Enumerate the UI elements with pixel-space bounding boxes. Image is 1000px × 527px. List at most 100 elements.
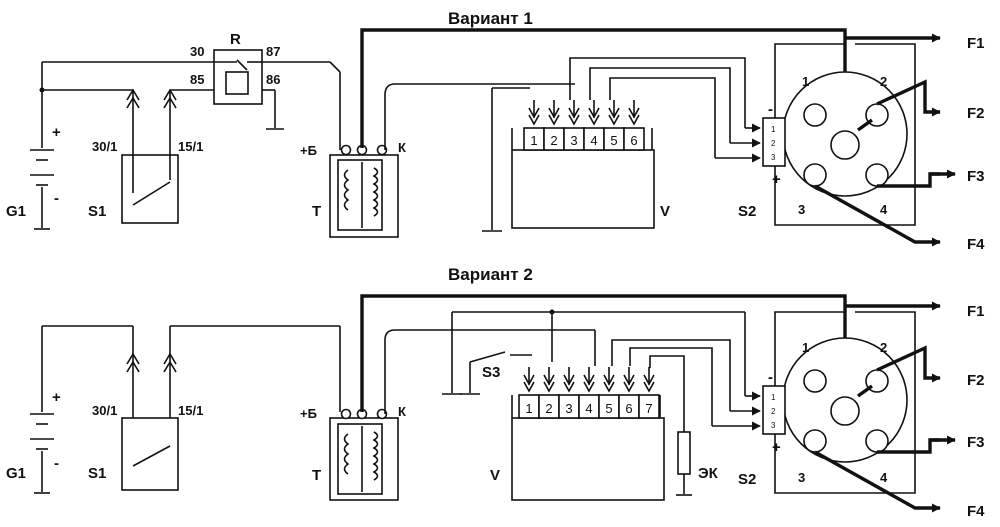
commutator-v2-pin-box (638, 394, 660, 419)
commutator-v2-pin-number: 1 (525, 401, 532, 416)
commutator-label: V (660, 203, 670, 220)
distributor-label: S2 (738, 203, 756, 220)
commutator-v2-pin-connector (643, 367, 655, 393)
output-f2: F2 (967, 372, 985, 389)
ignition-switch-s1-v2: 30/1 15/1 S1 (42, 325, 340, 491)
commutator-v1-pin-number: 1 (530, 133, 537, 148)
ignition-switch-s1-v1: 30/1 15/1 S1 (42, 88, 203, 224)
commutator-connectors-v2 (523, 367, 655, 393)
switch-s3-v2: S3 (442, 309, 745, 395)
commutator-v1-pin-connector (588, 100, 600, 126)
sector-1: 1 (802, 74, 809, 89)
switch-s3-label: S3 (482, 364, 500, 381)
battery-plus-sign: + (52, 124, 61, 141)
battery-minus-sign: - (54, 190, 59, 207)
sector-2: 2 (880, 340, 887, 355)
battery-g1-v2: + - G1 (6, 326, 61, 494)
sector-1: 1 (802, 340, 809, 355)
sector-2: 2 (880, 74, 887, 89)
commutator-v1-pin-box (623, 127, 645, 151)
commutator-v2-pin-connector (603, 367, 615, 393)
sensor-pin-1: 1 (771, 393, 776, 402)
commutator-v1-pin-number: 3 (570, 133, 577, 148)
battery-minus-sign: - (54, 455, 59, 472)
sensor-minus: - (768, 369, 773, 386)
output-f1: F1 (967, 303, 985, 320)
sector-3: 3 (798, 470, 805, 485)
commutator-v2-pin-connector (523, 367, 535, 393)
output-f3: F3 (967, 434, 985, 451)
commutator-v1-pin-connector (528, 100, 540, 126)
relay-r-v1: R 30 87 85 86 (42, 31, 341, 150)
relay-label: R (230, 31, 241, 48)
coil-terminal-plus: +Б (300, 143, 317, 158)
relay-terminal-30: 30 (190, 44, 204, 59)
commutator-v2-pin-connector (583, 367, 595, 393)
commutator-v2-pin-connector (543, 367, 555, 393)
commutator-label: V (490, 467, 500, 484)
battery-g1-v1: + - G1 (6, 62, 61, 230)
commutator-v2-pin-connector (563, 367, 575, 393)
commutator-v1-pin-connector (548, 100, 560, 126)
commutator-v1-pin-connector (568, 100, 580, 126)
battery-plus-sign: + (52, 389, 61, 406)
sensor-pin-2: 2 (771, 407, 776, 416)
commutator-v2-pin-number: 5 (605, 401, 612, 416)
switch-label: S1 (88, 465, 106, 482)
commutator-v1-pin-number: 6 (630, 133, 637, 148)
relay-terminal-87: 87 (266, 44, 280, 59)
sensor-minus: - (768, 101, 773, 118)
output-f4: F4 (967, 236, 985, 253)
coil-terminal-plus: +Б (300, 406, 317, 421)
sensor-pin-2: 2 (771, 139, 776, 148)
ignition-coil-t-v2: +Б К T (300, 326, 595, 501)
output-f4: F4 (967, 503, 985, 520)
coil-label: T (312, 467, 321, 484)
switch-terminal-30: 30/1 (92, 403, 117, 418)
sector-3: 3 (798, 202, 805, 217)
ek-resistor-v2: ЭК (649, 355, 719, 496)
commutator-v2-pin-number: 4 (585, 401, 592, 416)
commutator-v2-pin-connector (623, 367, 635, 393)
commutator-v1-pin-number: 2 (550, 133, 557, 148)
relay-terminal-85: 85 (190, 72, 204, 87)
sensor-pin-3: 3 (771, 421, 776, 430)
output-f1: F1 (967, 35, 985, 52)
commutator-v1-pin-number: 5 (610, 133, 617, 148)
sector-4: 4 (880, 202, 888, 217)
output-f3: F3 (967, 168, 985, 185)
sensor-plus: + (772, 439, 781, 456)
battery-label: G1 (6, 465, 26, 482)
variant-2-title: Вариант 2 (448, 265, 533, 284)
commutator-connectors-v1 (528, 100, 640, 126)
commutator-v2-pin-number: 2 (545, 401, 552, 416)
battery-label: G1 (6, 203, 26, 220)
distributor-s2-v2: 1 2 3 - + 1 2 3 4 S2 (738, 311, 956, 513)
sensor-pin-1: 1 (771, 125, 776, 134)
switch-terminal-15: 15/1 (178, 139, 203, 154)
commutator-v-v2: V (490, 395, 665, 501)
commutator-v2-pin-number: 3 (565, 401, 572, 416)
coil-terminal-k: К (398, 140, 406, 155)
ignition-coil-t-v1: +Б К T (300, 83, 575, 238)
switch-terminal-15: 15/1 (178, 403, 203, 418)
ek-label: ЭК (698, 465, 719, 482)
sensor-pin-3: 3 (771, 153, 776, 162)
switch-terminal-30: 30/1 (92, 139, 117, 154)
commutator-v2-pin-number: 7 (645, 401, 652, 416)
variant-1-title: Вариант 1 (448, 9, 533, 28)
sensor-plus: + (772, 171, 781, 188)
coil-terminal-k: К (398, 404, 406, 419)
commutator-v1-pin-connector (628, 100, 640, 126)
commutator-v-v1: V (482, 87, 670, 232)
variant-1-schematic: Вариант 1 + - G1 30/1 15/1 S1 (6, 9, 985, 253)
commutator-v1-pin-connector (608, 100, 620, 126)
commutator-v2-pin-number: 6 (625, 401, 632, 416)
commutator-v1-pin-number: 4 (590, 133, 597, 148)
coil-label: T (312, 203, 321, 220)
output-f2: F2 (967, 105, 985, 122)
switch-label: S1 (88, 203, 106, 220)
